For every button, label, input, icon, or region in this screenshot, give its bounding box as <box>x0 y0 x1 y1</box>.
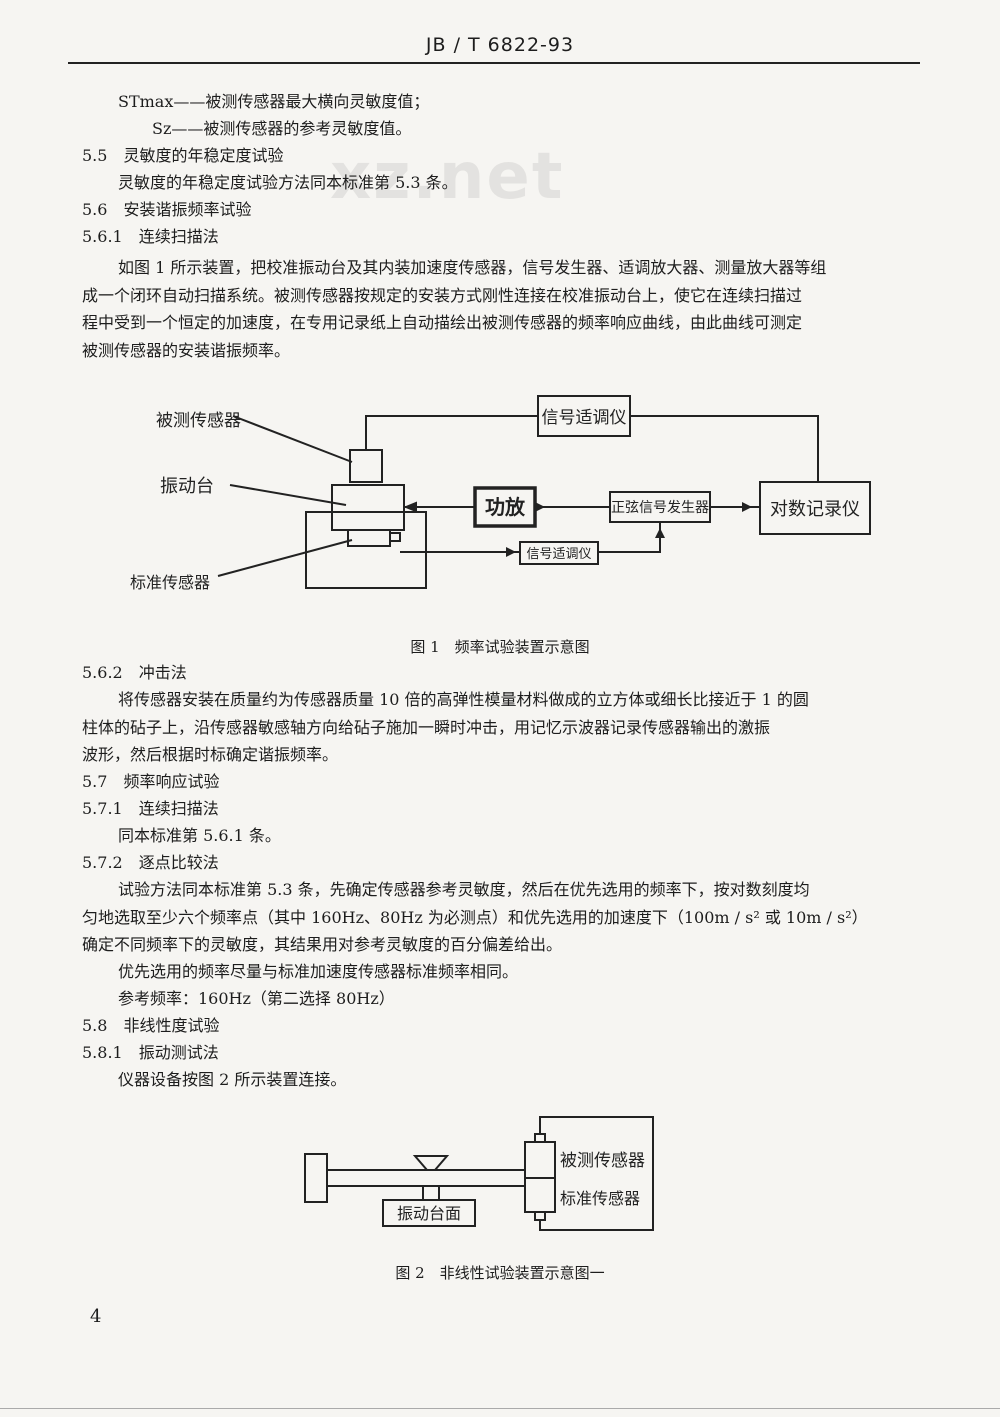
section-5-5-title: 5.5 灵敏度的年稳定度试验 <box>82 146 284 165</box>
beam-shape <box>326 1169 526 1187</box>
section-5-6-title: 5.6 安装谐振频率试验 <box>82 200 252 219</box>
section-5-7-2-para-2: 优先选用的频率尽量与标准加速度传感器标准频率相同。 <box>118 962 519 981</box>
text-line: 如图 1 所示装置，把校准振动台及其内装加速度传感器，信号发生器、适调放大器、测… <box>118 258 827 277</box>
box-conditioner-bottom-label: 信号适调仪 <box>526 547 591 562</box>
text-line: 匀地选取至少六个频率点（其中 160Hz、80Hz 为必测点）和优先选用的加速度… <box>82 907 868 927</box>
section-5-7-1-title: 5.7.1 连续扫描法 <box>82 799 219 818</box>
section-5-6-1-title: 5.6.1 连续扫描法 <box>82 227 219 246</box>
box-generator-label: 正弦信号发生器 <box>611 500 709 516</box>
text-line: 波形，然后根据时标确定谐振频率。 <box>82 745 339 764</box>
text-line: 柱体的砧子上，沿传感器敏感轴方向给砧子施加一瞬时冲击，用记忆示波器记录传感器输出… <box>82 717 771 737</box>
figure-2: 振动台面 被测传感器 标准传感器 <box>295 1112 675 1241</box>
text-line: 成一个闭环自动扫描系统。被测传感器按规定的安装方式刚性连接在校准振动台上，使它在… <box>82 285 803 305</box>
section-5-8-1-body: 仪器设备按图 2 所示装置连接。 <box>118 1070 347 1089</box>
section-5-6-2-body: 将传感器安装在质量约为传感器质量 10 倍的高弹性模量材料做成的立方体或细长比接… <box>82 686 912 769</box>
section-5-7-2-title: 5.7.2 逐点比较法 <box>82 853 219 872</box>
definition-stmax: STmax——被测传感器最大横向灵敏度值； <box>118 92 430 111</box>
label-vibration-table-surface: 振动台面 <box>397 1204 461 1223</box>
label-dut-sensor: 被测传感器 <box>156 411 241 431</box>
reference-sensor-shape <box>347 529 391 547</box>
exciter-shape <box>412 1155 450 1171</box>
watermark: xz.net <box>330 140 565 214</box>
bottom-rule <box>0 1408 1000 1409</box>
section-5-8-1-title: 5.8.1 振动测试法 <box>82 1043 219 1062</box>
section-5-7-2-para-3: 参考频率：160Hz（第二选择 80Hz） <box>118 989 395 1008</box>
header-rule <box>68 62 920 64</box>
text-line: 确定不同频率下的灵敏度，其结果用对参考灵敏度的百分偏差给出。 <box>82 935 563 954</box>
section-5-7-1-body: 同本标准第 5.6.1 条。 <box>118 826 281 845</box>
text-line: 被测传感器的安装谐振频率。 <box>82 340 291 360</box>
section-5-7-title: 5.7 频率响应试验 <box>82 772 220 791</box>
label-reference-sensor: 标准传感器 <box>130 573 210 592</box>
box-conditioner-top-label: 信号适调仪 <box>542 408 627 428</box>
page-number: 4 <box>90 1306 102 1327</box>
figure-1: 被测传感器 振动台 标准传感器 信号适调仪 功放 正弦信号发生器 对数记录仪 信… <box>120 380 890 624</box>
table-label-box <box>382 1199 476 1227</box>
figure-1-caption: 图 1 频率试验装置示意图 <box>410 638 590 656</box>
section-5-5-body: 灵敏度的年稳定度试验方法同本标准第 5.3 条。 <box>118 173 458 192</box>
section-5-6-1-body: 如图 1 所示装置，把校准振动台及其内装加速度传感器，信号发生器、适调放大器、测… <box>82 254 912 364</box>
label-reference-sensor-2: 标准传感器 <box>560 1189 640 1208</box>
label-vibration-table: 振动台 <box>160 476 214 497</box>
figure-2-caption: 图 2 非线性试验装置示意图一 <box>395 1264 605 1282</box>
section-5-7-2-body: 试验方法同本标准第 5.3 条，先确定传感器参考灵敏度，然后在优先选用的频率下，… <box>82 876 912 959</box>
page-header: JB / T 6822-93 <box>425 34 575 56</box>
dut-sensor-shape <box>349 449 383 483</box>
label-dut-sensor-2: 被测传感器 <box>560 1151 645 1171</box>
text-line: 程中受到一个恒定的加速度，在专用记录纸上自动描绘出被测传感器的频率响应曲线，由此… <box>82 313 803 332</box>
box-recorder-label: 对数记录仪 <box>770 499 860 520</box>
box-amplifier-label: 功放 <box>485 495 526 519</box>
vibration-table-shape <box>331 484 405 531</box>
text-line: 将传感器安装在质量约为传感器质量 10 倍的高弹性模量材料做成的立方体或细长比接… <box>118 690 809 709</box>
text-line: 试验方法同本标准第 5.3 条，先确定传感器参考灵敏度，然后在优先选用的频率下，… <box>118 880 810 899</box>
definition-sz: Sz——被测传感器的参考灵敏度值。 <box>152 119 412 138</box>
section-5-6-2-title: 5.6.2 冲击法 <box>82 663 187 682</box>
section-5-8-title: 5.8 非线性度试验 <box>82 1016 220 1035</box>
recorder-box <box>759 481 871 535</box>
